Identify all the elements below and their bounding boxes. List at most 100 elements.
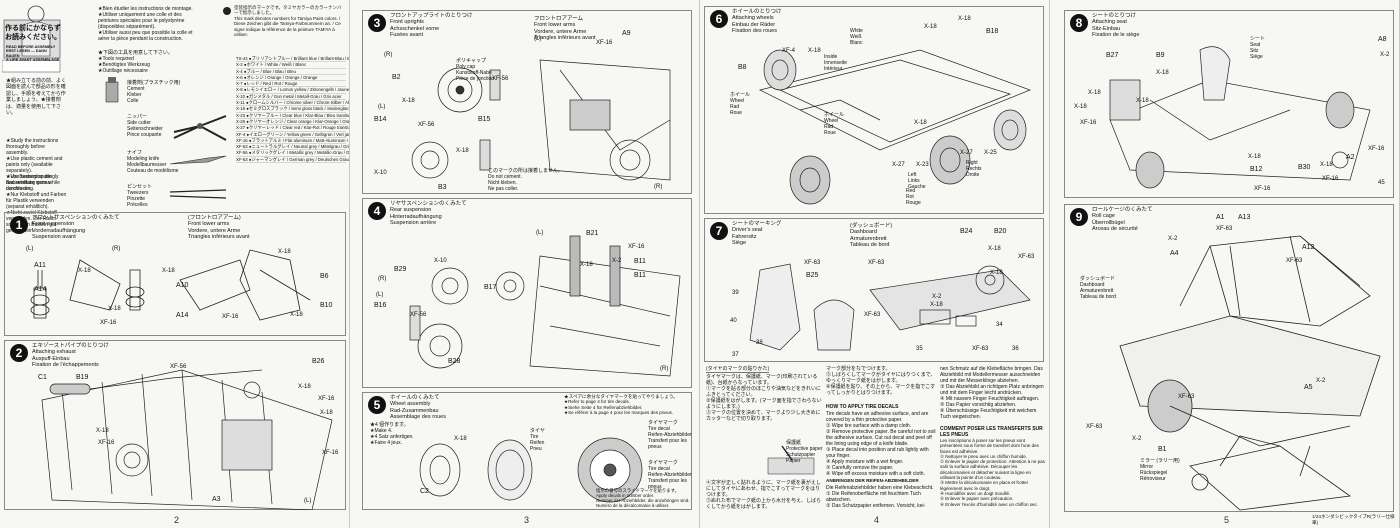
step-7-number: 7 xyxy=(710,222,728,240)
paint-callout: X-18 xyxy=(924,24,937,30)
paint-callout: XF-16 xyxy=(222,314,239,320)
paint-callout: X-10 xyxy=(434,258,447,264)
part-label: B30 xyxy=(1298,164,1311,171)
step-6-number: 6 xyxy=(710,10,728,28)
step-7-drawing xyxy=(749,263,1031,351)
paint-callout: X-18 xyxy=(988,246,1001,252)
part-label: A14 xyxy=(34,286,47,293)
paint-can-icon xyxy=(223,7,231,15)
notes-en: ★Study the instructions thoroughly befor… xyxy=(6,138,63,192)
decal-number: 38 xyxy=(756,340,763,346)
paint-callout: X-18 xyxy=(454,436,467,442)
paint-callout: X-18 xyxy=(456,148,469,154)
step-4-drawing xyxy=(409,235,681,377)
part-label: B28 xyxy=(448,358,461,365)
callout: (L) xyxy=(378,104,386,110)
step-8-number: 8 xyxy=(1070,14,1088,32)
paint-callout: X-18 xyxy=(320,410,333,416)
paint-callout: XF-16 xyxy=(322,450,339,456)
tweezers-icon xyxy=(169,189,227,199)
part-label: B25 xyxy=(806,272,819,279)
tire-decal-de-2: nen Schmutz auf die Klebefläche bringen.… xyxy=(940,366,1044,420)
part-label: A3 xyxy=(212,496,221,503)
part-label: A11 xyxy=(34,262,46,269)
tools-label: ★下図の工具を用意して下さい。 ★Tools required ★Benötig… xyxy=(98,50,173,74)
wheel-label: ホイール Wheel Rad Roue xyxy=(730,92,751,116)
tire-decal-fr-heading: COMMENT POSER LES TRANSFERTS SUR LES PNE… xyxy=(940,426,1043,438)
step-3-number: 3 xyxy=(368,14,386,32)
builder-illustration xyxy=(2,5,61,73)
paint-item: X-11 ●クロームシルバー / Chrome silver / Chrom-S… xyxy=(236,100,349,107)
tire-decal-jp: タイヤマークは、保護紙、マーク(印刷されている紙)、台紙からなっています。 ①マ… xyxy=(706,374,822,422)
tire-decal-en: Tire decals have an adhesive surface, an… xyxy=(826,411,936,477)
step-1-title: フロントサスペンションのくみたて Front suspension Vorder… xyxy=(32,215,120,240)
callout: (R) xyxy=(384,52,393,58)
part-label: B12 xyxy=(1250,166,1263,173)
step-2-box xyxy=(4,340,346,510)
paint-callout: X-18 xyxy=(96,428,109,434)
paint-item: X-6 ●オレンジ / Orange / Orange / Orange xyxy=(236,75,346,82)
part-label: B2 xyxy=(392,74,401,81)
decal-number: 39 xyxy=(732,290,739,296)
tire-decal-fr: Les inscriptions à poser sur les pneus s… xyxy=(940,438,1045,507)
paint-item: X-4 ●ブルー / Blue / Blau / Bleu xyxy=(236,69,346,75)
step-1-subtitle: (フロントロアアーム) Front lower arms Vordere, un… xyxy=(188,215,250,240)
step-7-box xyxy=(704,218,1044,362)
part-label: B9 xyxy=(1156,52,1165,59)
callout: (R) xyxy=(654,184,663,190)
part-label: A14 xyxy=(176,312,189,319)
paint-item: XF-16 ●フラットアルミ / Flat aluminum / Matt-Al… xyxy=(236,137,349,145)
paint-callout: XF-16 xyxy=(100,320,117,326)
do-not-cement-note: このマークの所は接着しません。 Do not cement. Nicht kle… xyxy=(488,168,563,192)
paint-callout: X-27 xyxy=(892,162,905,168)
paint-callout: X-2 xyxy=(1316,378,1326,384)
part-label: B18 xyxy=(986,28,999,35)
part-label: A5 xyxy=(1304,384,1313,391)
paint-callout: XF-16 xyxy=(1080,120,1097,126)
part-label: B27 xyxy=(1106,52,1119,59)
step-8-drawing xyxy=(1109,46,1371,189)
decal-number: 40 xyxy=(730,318,737,324)
red-label: Red Rot Rouge xyxy=(906,188,921,206)
paint-callout: XF-4 xyxy=(782,48,796,54)
callout: (R) xyxy=(660,366,669,372)
step-9-title: ロールケージのくみたて Roll cage Überrollbügel Arce… xyxy=(1092,207,1153,232)
step-5-title: ホイールのくみたて Wheel assembly Rad-Zusammenbau… xyxy=(390,395,446,420)
step-3-box xyxy=(362,10,692,194)
part-label: B11 xyxy=(634,258,646,265)
step-6-drawing xyxy=(758,49,1031,205)
tire-decal-de-heading: ANBRINGEN DER REIFEN-ABZIEHBILDER xyxy=(826,478,919,483)
paint-item: X-18 ●セミグロスブラック / Semi gloss black / Sei… xyxy=(236,106,350,113)
paint-callout: X-25 xyxy=(984,150,997,156)
knife-icon xyxy=(169,155,227,165)
paint-callout: X-18 xyxy=(1156,70,1169,76)
step-9-number: 9 xyxy=(1070,208,1088,226)
part-label: B15 xyxy=(478,116,491,123)
part-label: B29 xyxy=(394,266,407,273)
step-2-number: 2 xyxy=(10,344,28,362)
paint-callout: XF-16 xyxy=(596,40,613,46)
step-3-title: フロントアップライトのとりつけ Front uprights Achsschen… xyxy=(390,13,473,38)
page-4: 6 ホイールのとりつけ Attaching wheels Einbau der … xyxy=(700,0,1050,528)
paint-item: TS-44 ●ブリリアントブルー / Brilliant blue / Bril… xyxy=(236,56,350,63)
step-3-drawing xyxy=(411,59,671,181)
paint-callout: X-23 xyxy=(916,162,929,168)
paint-callout: XF-63 xyxy=(1018,254,1035,260)
paint-item: X-8 ●レモンイエロー / Lemon yellow / Zitronenge… xyxy=(236,87,350,94)
page-number: 5 xyxy=(1224,515,1230,525)
paint-callout: XF-63 xyxy=(804,260,821,266)
tire-decal-jp-2: ④文字が正しく貼れるように、マーク紙を裏がえしにしてタイヤにあわせ、指でこすって… xyxy=(706,480,822,510)
intro-en: READ BEFORE ASSEMBLY ERST LESEN — DANN B… xyxy=(6,45,60,63)
paint-callout: X-18 xyxy=(1088,90,1101,96)
tire-decal-jp-3: マーク部分をなでつけます。 ⑤しばらくしてマークがタイヤにはりつくまで、ゆっくり… xyxy=(826,366,936,396)
callout: (R) xyxy=(378,276,387,282)
paint-item: X-2 ●ホワイト / White / Weiß / Blanc xyxy=(236,62,346,69)
paint-callout: X-18 xyxy=(278,249,291,255)
step-9-drawing xyxy=(1119,235,1381,511)
step-4-number: 4 xyxy=(368,202,386,220)
paint-callout: X-18 xyxy=(808,48,821,54)
